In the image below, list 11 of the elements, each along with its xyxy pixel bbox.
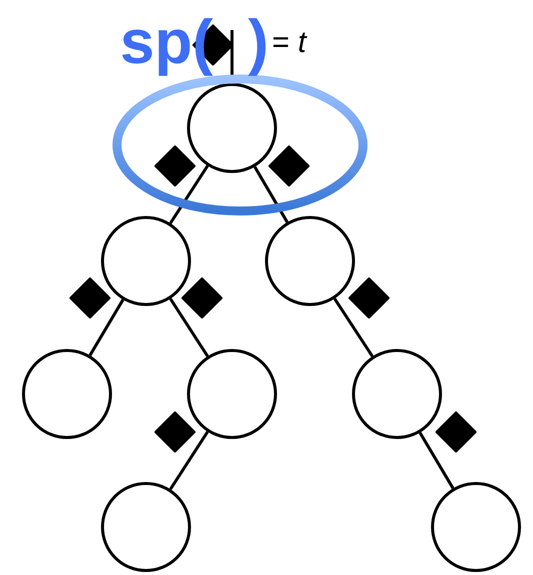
function-label: ) — [248, 12, 269, 74]
equation-text: = t — [272, 28, 306, 58]
tree-node-circle — [265, 216, 355, 306]
tree-edge — [169, 164, 209, 224]
tree-edge — [88, 298, 124, 356]
tree-edge — [169, 430, 209, 490]
tree-edge — [333, 298, 374, 358]
tree-edge — [253, 166, 289, 223]
tree-node-circle — [187, 83, 277, 173]
tree-edge — [418, 432, 454, 490]
tree-edge — [169, 298, 209, 358]
